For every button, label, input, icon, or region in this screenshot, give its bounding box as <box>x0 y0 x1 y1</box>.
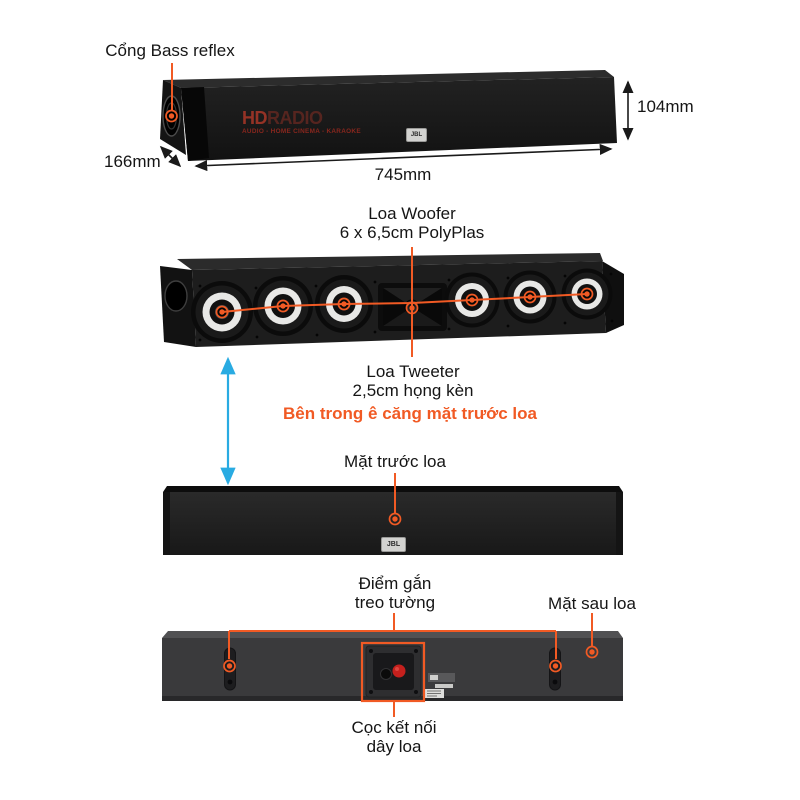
bass-port-marker-dot <box>165 109 178 123</box>
jbl-badge-grille: JBL <box>381 537 406 552</box>
rear-face-marker-dot <box>585 645 599 659</box>
speaker-top-face <box>163 70 614 88</box>
tweeter-label: Loa Tweeter 2,5cm họng kèn <box>352 362 474 400</box>
bass-reflex-port-side <box>164 280 188 312</box>
watermark-subtitle: AUDIO - HOME CINEMA - KARAOKE <box>242 128 361 135</box>
wall-mount-marker-dots <box>223 659 562 673</box>
bass-port-label: Cổng Bass reflex <box>105 41 235 60</box>
watermark-logo: HDRADIO <box>242 108 323 128</box>
baffle-screws <box>198 272 614 342</box>
binding-post-red <box>392 664 406 678</box>
driver-marker-dot-centers <box>219 291 590 315</box>
spec-stickers <box>424 673 455 698</box>
terminal-cup <box>365 645 422 698</box>
width-dimension-arrow <box>194 143 613 172</box>
height-dimension-label: 104mm <box>637 97 694 116</box>
speaker-perspective-illustration <box>160 70 617 161</box>
woofer-label: Loa Woofer 6 x 6,5cm PolyPlas <box>339 204 485 242</box>
wall-mount-bracket-lines <box>228 613 557 659</box>
depth-dimension-label: 166mm <box>104 152 161 171</box>
wall-mount-label: Điểm gắn treo tường <box>354 574 436 612</box>
depth-dimension-arrow <box>159 145 182 168</box>
front-face-label: Mặt trước loa <box>344 452 446 471</box>
terminal-label: Cọc kết nối dây loa <box>351 718 437 756</box>
inside-note-label: Bên trong ê căng mặt trước loa <box>283 404 537 423</box>
front-face-marker-dot <box>388 512 402 526</box>
rear-face-label: Mặt sau loa <box>548 594 636 613</box>
width-dimension-label: 745mm <box>374 165 432 184</box>
watermark: HDRADIO AUDIO - HOME CINEMA - KARAOKE <box>242 109 361 135</box>
speaker-front-face <box>181 77 617 161</box>
binding-post-black <box>380 668 392 680</box>
jbl-badge-perspective: JBL <box>406 128 427 142</box>
speaker-back-illustration <box>162 631 623 701</box>
driver-marker-dots <box>215 287 594 319</box>
speaker-drivers-illustration <box>160 253 624 347</box>
speaker-front-endcap <box>181 87 209 161</box>
